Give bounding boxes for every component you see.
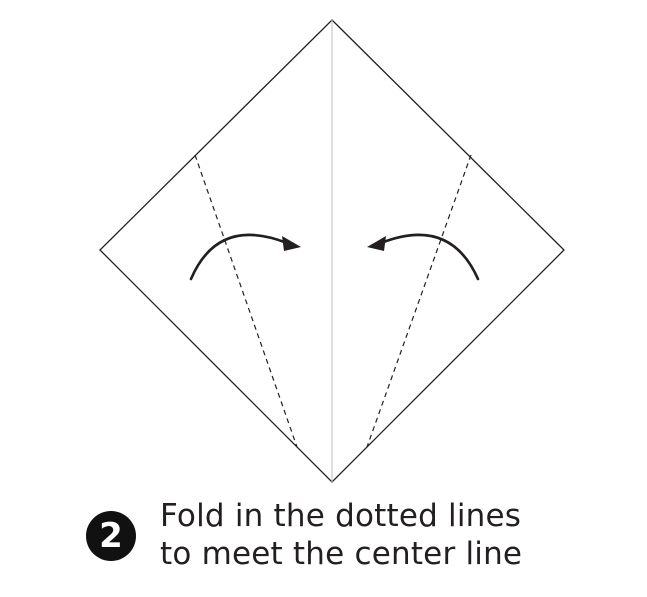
instruction-line-1: Fold in the dotted lines: [160, 498, 522, 534]
left-dotted-fold-line: [194, 154, 298, 448]
step-instruction: Fold in the dotted lines to meet the cen…: [160, 497, 522, 573]
origami-fold-diagram: [99, 19, 565, 483]
right-fold-arrow-icon: [367, 233, 480, 281]
step-number-badge: 2: [86, 511, 136, 561]
left-fold-arrow-icon: [189, 233, 301, 281]
right-dotted-fold-line: [366, 154, 472, 448]
instruction-line-2: to meet the center line: [160, 536, 523, 572]
